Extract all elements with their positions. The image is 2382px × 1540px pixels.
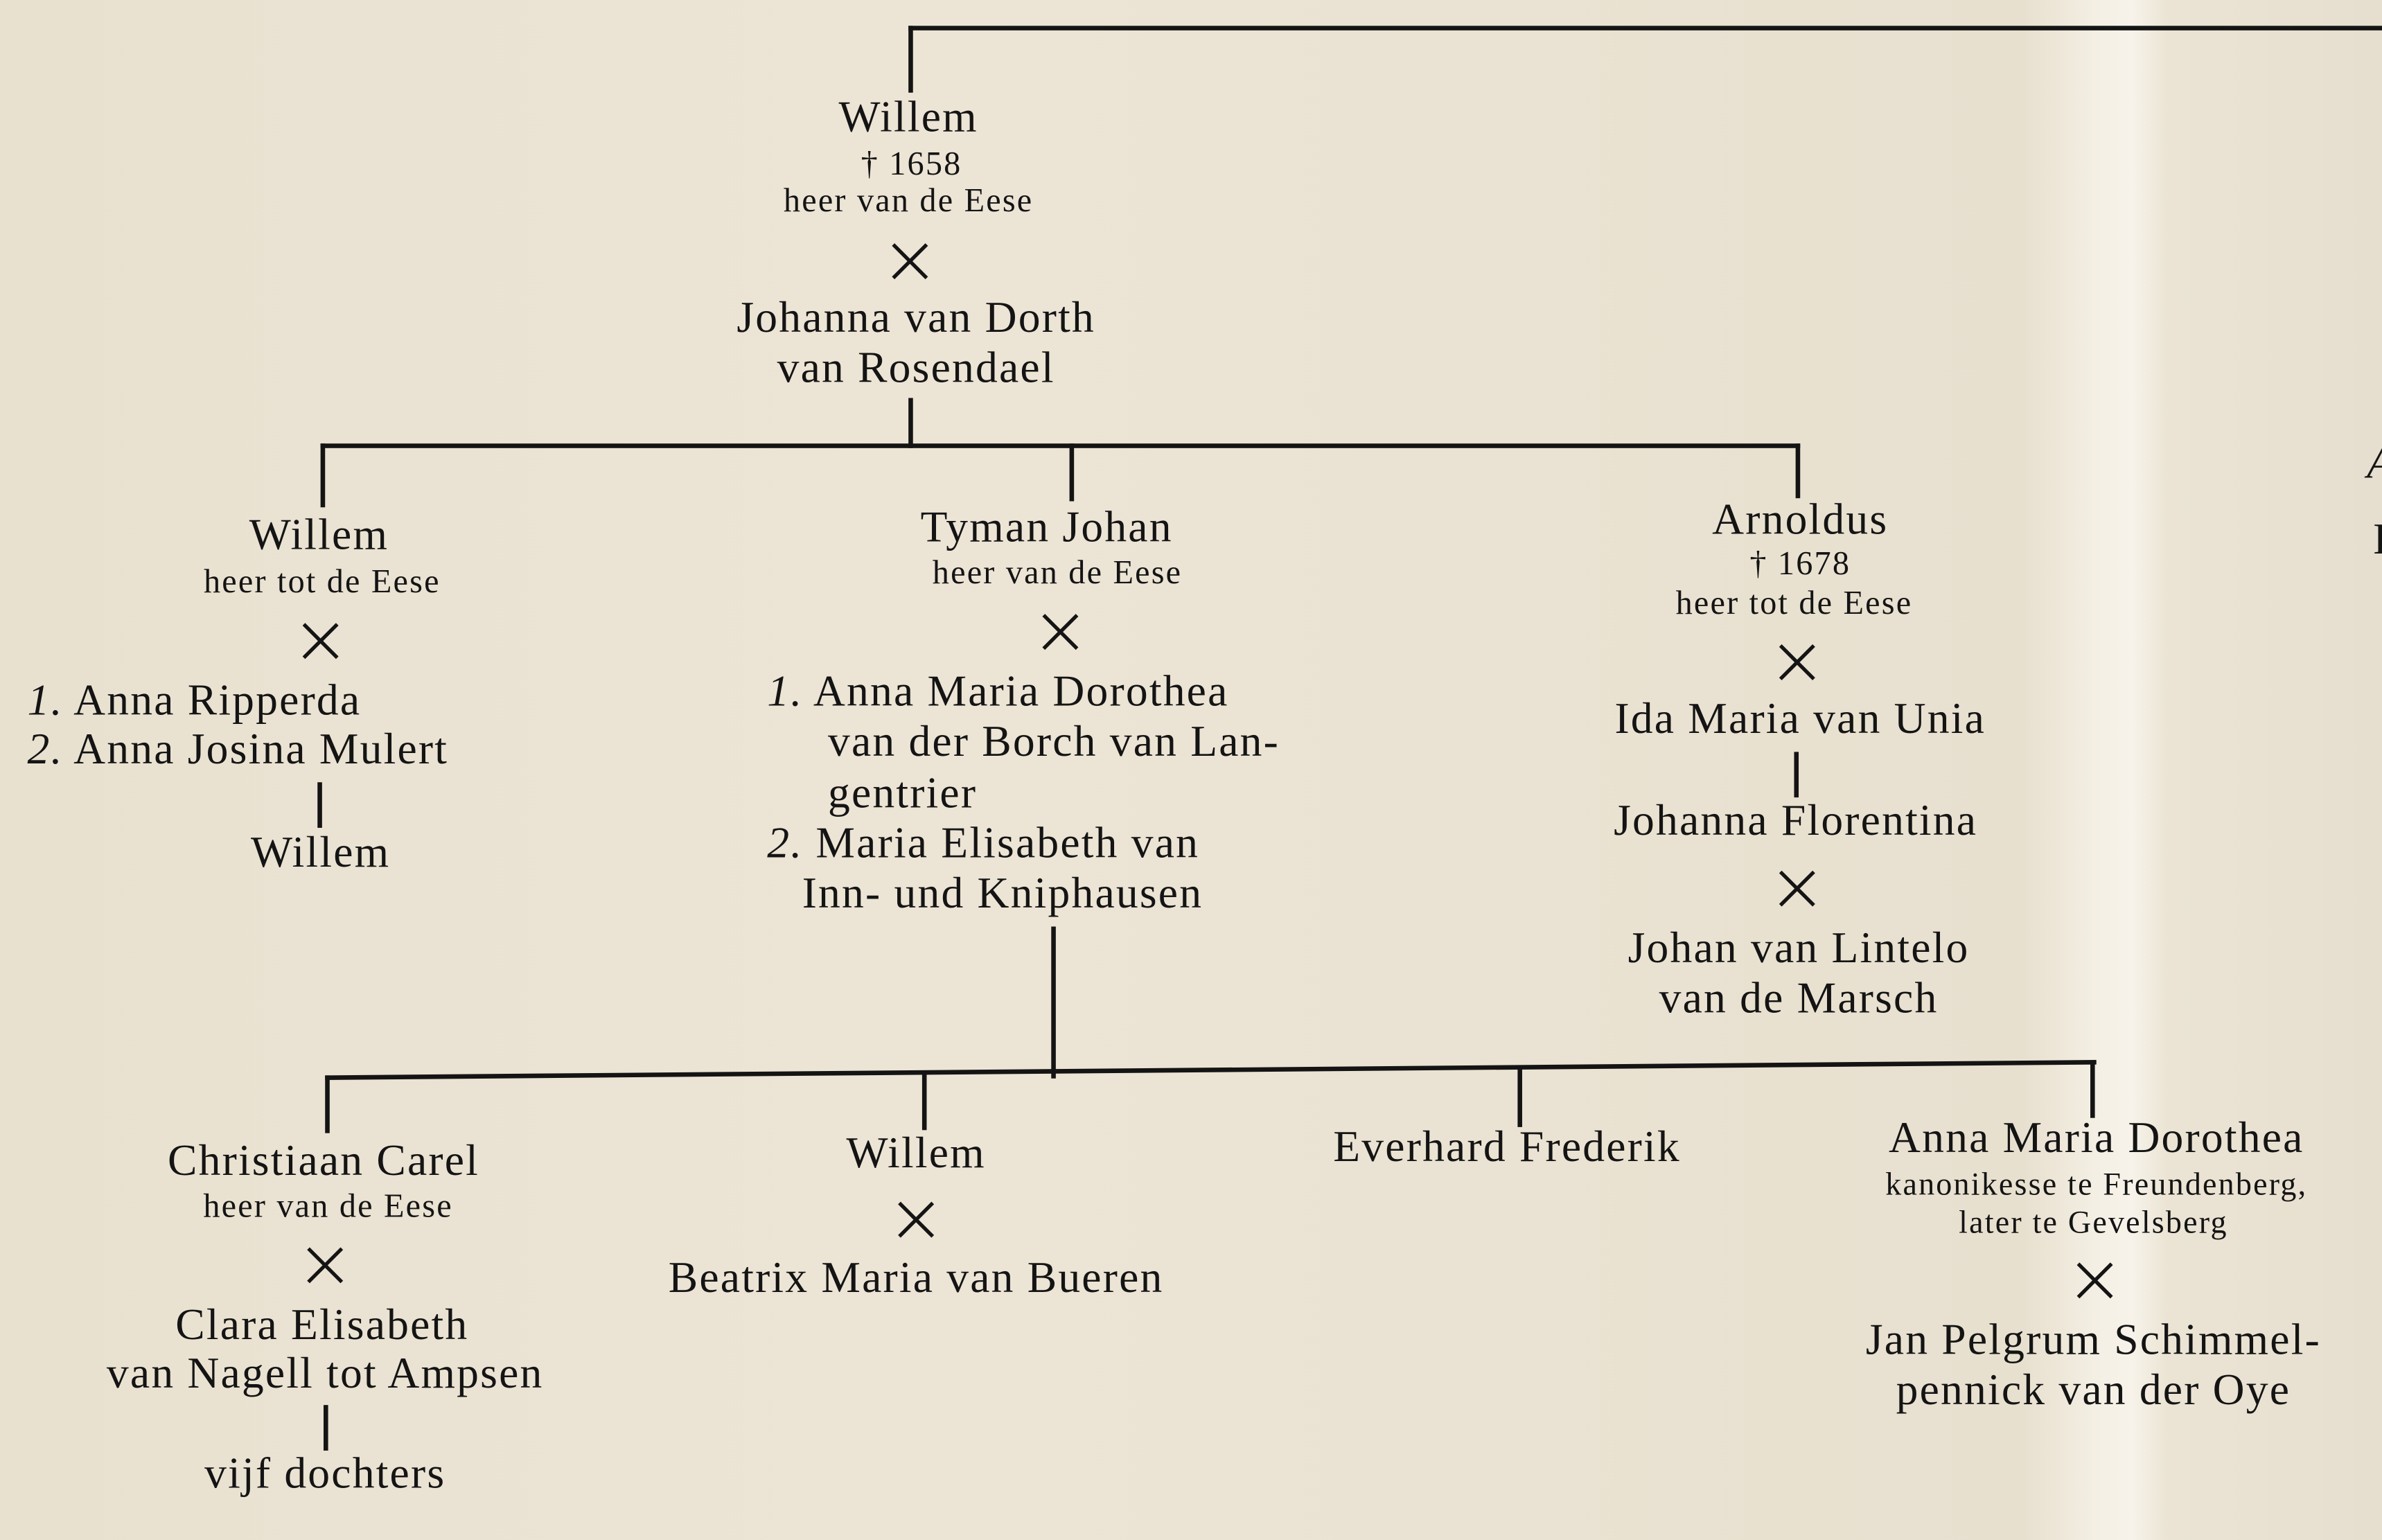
person-title: heer tot de Eese: [1675, 583, 1913, 621]
spouse-name: 1. Anna Maria Dorothea: [767, 667, 1229, 716]
connector-line: [1795, 443, 1801, 499]
spouse-name: van de Marsch: [1659, 974, 1939, 1023]
connector-line: [908, 26, 913, 93]
person-name: Willem: [249, 511, 389, 560]
spouse-name: Johanna van Dorth: [736, 294, 1095, 343]
connector-line: [921, 1072, 927, 1131]
person-title: heer van de Eese: [783, 180, 1034, 219]
spouse-name: Inn- und Kniphausen: [802, 869, 1203, 919]
marriage-cross-icon: [302, 623, 339, 660]
connector-line: [325, 1075, 330, 1133]
connector-line: [908, 26, 2382, 30]
edge-text-fragment: A: [2367, 440, 2382, 490]
death-year: † 1658: [861, 144, 962, 183]
person-title: kanonikesse te Freundenberg,: [1885, 1165, 2308, 1203]
person-title: later te Gevelsberg: [1959, 1203, 2228, 1241]
spouse-name: van Nagell tot Ampsen: [106, 1349, 544, 1399]
spouse-name: gentrier: [827, 769, 978, 818]
spouse-name: Beatrix Maria van Bueren: [668, 1253, 1164, 1303]
marriage-cross-icon: [2076, 1262, 2113, 1299]
connector-line: [325, 1060, 2097, 1080]
person-title: heer tot de Eese: [203, 562, 441, 601]
spouse-name: 2. Maria Elisabeth van: [767, 819, 1200, 869]
spouse-name: Jan Pelgrum Schimmel-: [1865, 1316, 2321, 1365]
spouse-name: Clara Elisabeth: [175, 1300, 469, 1350]
children-note: vijf dochters: [204, 1449, 446, 1498]
spouse-name: Johan van Lintelo: [1627, 924, 1970, 973]
person-name: Willem: [250, 829, 391, 878]
person-name: Willem: [846, 1129, 986, 1178]
spouse-name: van Rosendael: [777, 344, 1055, 393]
marriage-cross-icon: [307, 1247, 344, 1284]
marriage-cross-icon: [892, 243, 928, 280]
death-year: † 1678: [1749, 543, 1851, 582]
connector-line: [320, 443, 1801, 448]
person-title: heer van de Eese: [203, 1186, 453, 1225]
spouse-name: van der Borch van Lan-: [827, 718, 1280, 767]
spouse-name: 1. Anna Ripperda: [27, 676, 362, 725]
connector-line: [1517, 1069, 1522, 1127]
spouse-name: Ida Maria van Unia: [1614, 695, 1986, 744]
person-name: Johanna Florentina: [1614, 797, 1978, 846]
person-name: Christiaan Carel: [167, 1137, 480, 1186]
connector-line: [908, 398, 913, 448]
person-name: Arnoldus: [1712, 495, 1889, 545]
marriage-cross-icon: [1042, 614, 1079, 650]
marriage-cross-icon: [1779, 644, 1815, 680]
connector-line: [317, 782, 322, 828]
spouse-name: pennick van der Oye: [1896, 1366, 2291, 1415]
marriage-cross-icon: [1779, 870, 1815, 907]
person-name: Anna Maria Dorothea: [1888, 1114, 2304, 1163]
person-title: heer van de Eese: [932, 553, 1183, 591]
edge-text-fragment: I: [2373, 515, 2382, 565]
connector-line: [324, 1405, 328, 1451]
connector-line: [2090, 1063, 2095, 1118]
connector-line: [1794, 752, 1799, 798]
spouse-name: 2. Anna Josina Mulert: [27, 725, 449, 775]
marriage-cross-icon: [898, 1201, 935, 1238]
person-name: Everhard Frederik: [1333, 1123, 1681, 1172]
connector-line: [320, 443, 326, 508]
connector-line: [1069, 443, 1075, 502]
connector-line: [1051, 926, 1056, 1079]
person-name: Willem: [838, 93, 978, 143]
person-name: Tyman Johan: [920, 503, 1173, 553]
